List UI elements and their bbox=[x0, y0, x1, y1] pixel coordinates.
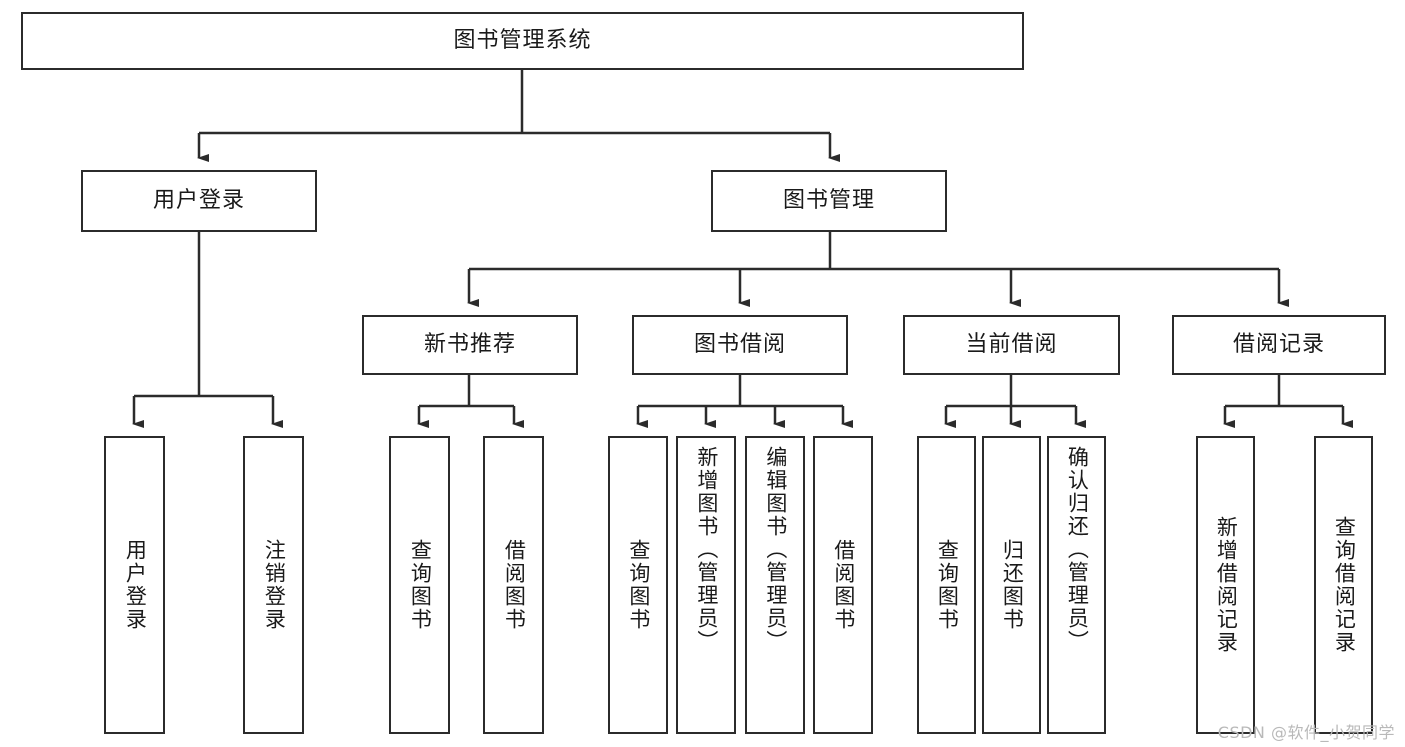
node-leaf-borrow-book[interactable]: 借阅图书 bbox=[813, 436, 873, 734]
node-current-borrow[interactable]: 当前借阅 bbox=[903, 315, 1120, 375]
node-leaf-return-book-label: 归还图书 bbox=[1000, 539, 1025, 631]
node-leaf-logout[interactable]: 注销登录 bbox=[243, 436, 304, 734]
node-leaf-edit-book-label: 编辑图书（管理员） bbox=[763, 446, 788, 653]
node-leaf-query-book-rec[interactable]: 查询图书 bbox=[389, 436, 450, 734]
node-leaf-confirm-return[interactable]: 确认归还（管理员） bbox=[1047, 436, 1106, 734]
node-leaf-query-record[interactable]: 查询借阅记录 bbox=[1314, 436, 1373, 734]
node-leaf-confirm-return-label: 确认归还（管理员） bbox=[1065, 446, 1090, 653]
node-leaf-logout-label: 注销登录 bbox=[262, 539, 287, 631]
node-new-book-recommend[interactable]: 新书推荐 bbox=[362, 315, 578, 375]
node-root[interactable]: 图书管理系统 bbox=[21, 12, 1024, 70]
node-leaf-add-book[interactable]: 新增图书（管理员） bbox=[676, 436, 736, 734]
node-leaf-add-record[interactable]: 新增借阅记录 bbox=[1196, 436, 1255, 734]
node-leaf-query-record-label: 查询借阅记录 bbox=[1332, 516, 1357, 654]
node-user-login[interactable]: 用户登录 bbox=[81, 170, 317, 232]
node-leaf-return-book[interactable]: 归还图书 bbox=[982, 436, 1041, 734]
node-book-borrow-label: 图书借阅 bbox=[693, 331, 786, 357]
node-root-label: 图书管理系统 bbox=[453, 27, 592, 53]
node-borrow-record-label: 借阅记录 bbox=[1232, 331, 1325, 357]
node-new-book-recommend-label: 新书推荐 bbox=[423, 331, 516, 357]
node-leaf-user-login-label: 用户登录 bbox=[123, 539, 148, 631]
node-book-manage[interactable]: 图书管理 bbox=[711, 170, 947, 232]
watermark: CSDN @软件_小贺同学 bbox=[1217, 723, 1395, 742]
node-leaf-query-book-current-label: 查询图书 bbox=[935, 539, 960, 631]
node-leaf-query-book-borrow[interactable]: 查询图书 bbox=[608, 436, 668, 734]
node-leaf-borrow-book-rec[interactable]: 借阅图书 bbox=[483, 436, 544, 734]
node-book-manage-label: 图书管理 bbox=[782, 187, 875, 213]
node-leaf-query-book-borrow-label: 查询图书 bbox=[626, 539, 651, 631]
node-leaf-add-book-label: 新增图书（管理员） bbox=[694, 446, 719, 653]
node-leaf-user-login[interactable]: 用户登录 bbox=[104, 436, 165, 734]
node-leaf-add-record-label: 新增借阅记录 bbox=[1214, 516, 1239, 654]
node-leaf-borrow-book-label: 借阅图书 bbox=[831, 539, 856, 631]
node-borrow-record[interactable]: 借阅记录 bbox=[1172, 315, 1386, 375]
node-leaf-query-book-rec-label: 查询图书 bbox=[408, 539, 433, 631]
node-leaf-query-book-current[interactable]: 查询图书 bbox=[917, 436, 976, 734]
node-user-login-label: 用户登录 bbox=[152, 187, 245, 213]
node-book-borrow[interactable]: 图书借阅 bbox=[632, 315, 848, 375]
node-leaf-borrow-book-rec-label: 借阅图书 bbox=[502, 539, 527, 631]
node-current-borrow-label: 当前借阅 bbox=[965, 331, 1058, 357]
node-leaf-edit-book[interactable]: 编辑图书（管理员） bbox=[745, 436, 805, 734]
